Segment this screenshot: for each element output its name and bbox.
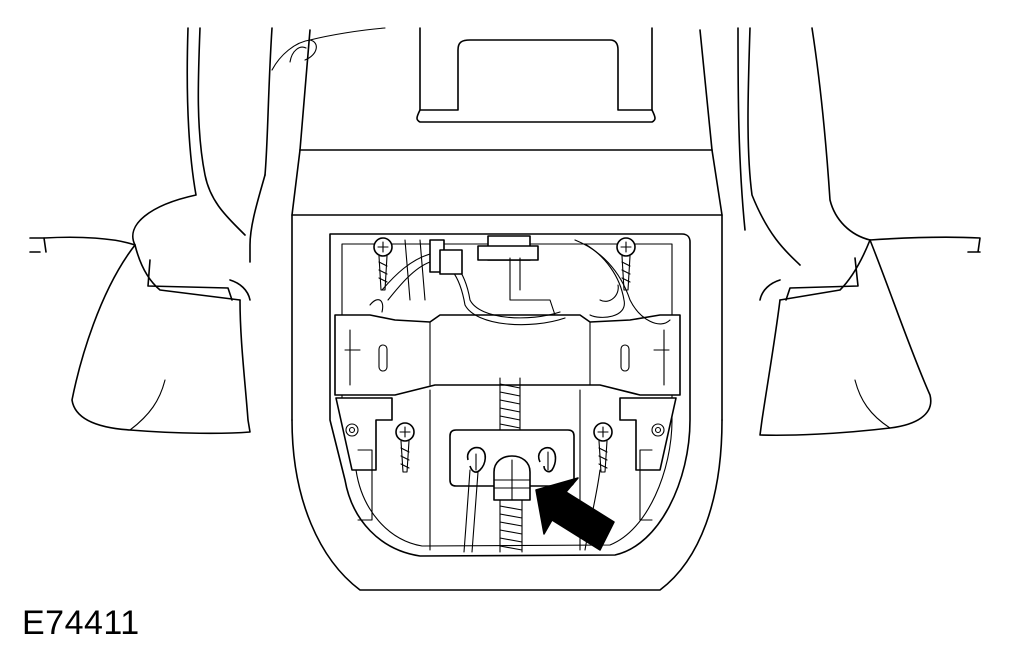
cable-clip-right <box>537 446 557 473</box>
right-seat <box>737 27 981 437</box>
screw-top-right <box>616 237 636 291</box>
figure-id-label: E74411 <box>22 604 140 642</box>
shift-cable <box>499 499 523 553</box>
left-seat <box>29 27 386 435</box>
threaded-rod-upper <box>499 377 521 431</box>
adjuster-nut <box>493 455 531 501</box>
screw-top-left <box>373 237 393 291</box>
shift-mechanism <box>334 235 681 553</box>
indicator-arrow <box>535 477 615 551</box>
cable-clip-left <box>466 446 487 473</box>
screw-lower-left <box>395 422 415 473</box>
center-console <box>291 27 723 591</box>
screw-lower-right <box>593 422 613 473</box>
